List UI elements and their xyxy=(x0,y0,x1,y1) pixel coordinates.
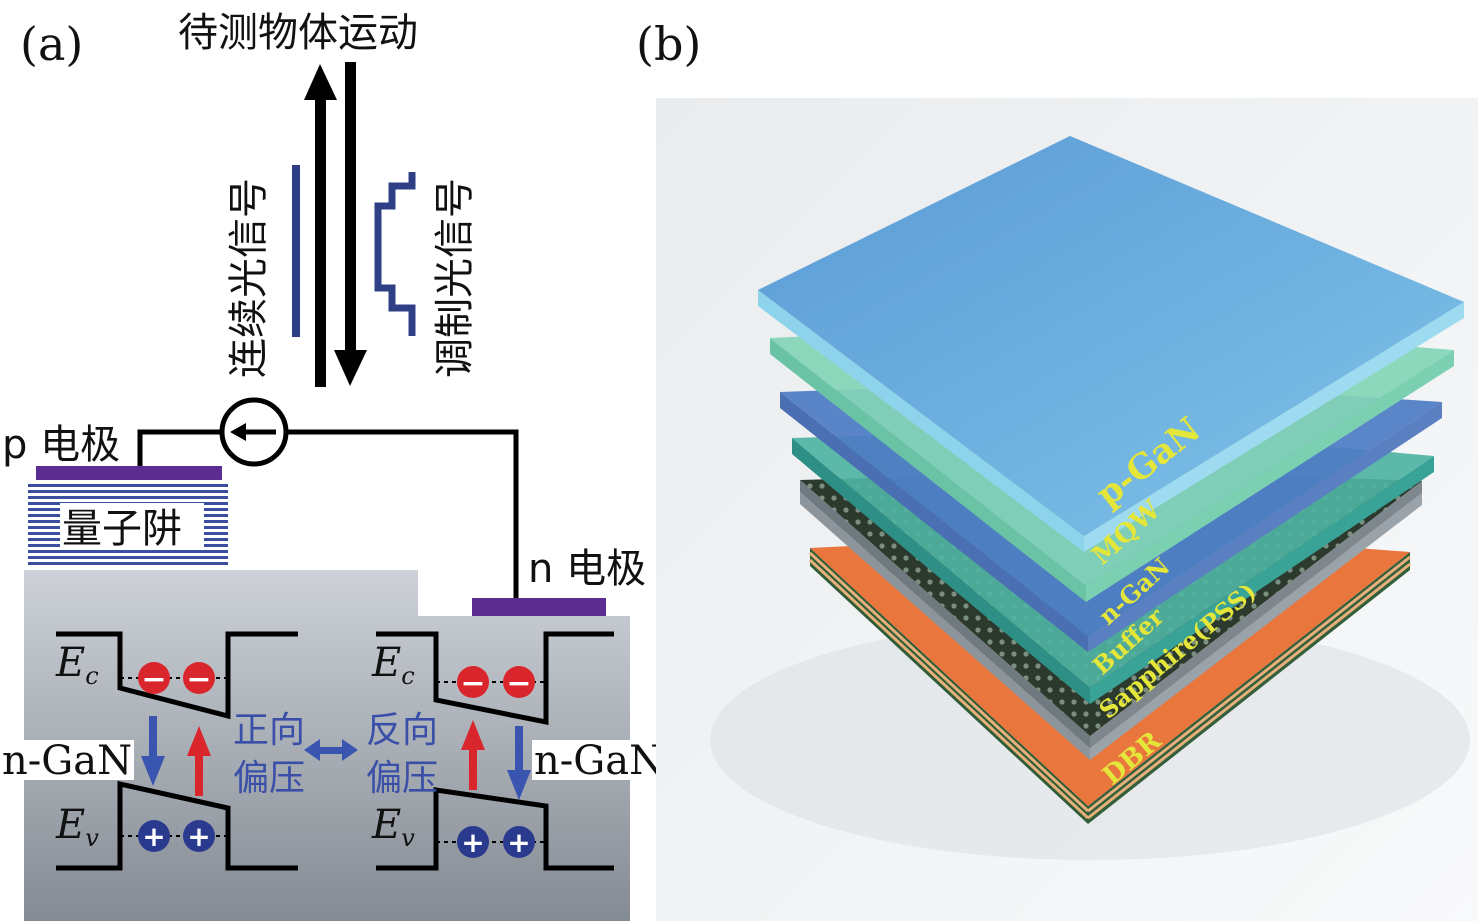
ngan-left-label: n-GaN xyxy=(2,738,132,784)
svg-text:+: + xyxy=(507,826,530,859)
ec-sub-left: c xyxy=(85,662,98,690)
current-source-icon xyxy=(219,397,289,467)
svg-text:Ev: Ev xyxy=(55,802,99,852)
ec-sub-right: c xyxy=(401,662,414,690)
modulated-signal-label: 调制光信号 xyxy=(432,178,478,378)
panel-b-label: (b) xyxy=(636,17,701,71)
svg-text:Ev: Ev xyxy=(371,802,415,852)
hole-icon: + xyxy=(457,826,489,859)
panel-b: (b) xyxy=(636,17,1478,921)
double-arrow-icon xyxy=(304,739,358,761)
ec-label-left: E xyxy=(55,640,85,686)
p-electrode-label: p 电极 xyxy=(2,422,120,468)
ngan-right-label: n-GaN xyxy=(534,738,664,784)
hole-icon: + xyxy=(183,820,215,853)
circuit-wire xyxy=(137,429,519,598)
ev-sub-right: v xyxy=(401,824,415,852)
forward-bias-label-1: 正向 xyxy=(233,710,305,751)
down-arrow-blue-icon xyxy=(141,716,165,786)
modulated-signal-wave-icon xyxy=(374,172,416,336)
reverse-bias-label-2: 偏压 xyxy=(366,758,438,799)
band-diagram-reverse: Ec Ev − − + + xyxy=(371,631,614,871)
ec-label-right: E xyxy=(371,640,401,686)
n-electrode xyxy=(472,598,606,616)
quantum-well-stripe xyxy=(28,550,228,553)
electron-icon: − xyxy=(457,666,489,701)
p-electrode xyxy=(36,466,222,480)
continuous-signal-label: 连续光信号 xyxy=(226,178,272,378)
panel-a-label: (a) xyxy=(20,17,83,71)
svg-text:−: − xyxy=(460,666,485,701)
forward-bias-label-2: 偏压 xyxy=(233,758,305,799)
quantum-well-stripe xyxy=(28,484,228,487)
motion-title: 待测物体运动 xyxy=(178,10,418,56)
continuous-signal-line-icon xyxy=(292,165,300,337)
quantum-well-stack: 量子阱 xyxy=(28,480,228,568)
svg-text:Ec: Ec xyxy=(371,640,415,690)
svg-text:Ec: Ec xyxy=(55,640,99,690)
down-arrow-icon xyxy=(334,62,367,386)
ev-sub-left: v xyxy=(85,824,99,852)
quantum-well-stripe xyxy=(28,496,228,499)
ev-label-left: E xyxy=(55,802,85,848)
svg-text:+: + xyxy=(142,820,165,853)
up-arrow-red-icon xyxy=(461,720,485,790)
svg-text:−: − xyxy=(506,666,531,701)
quantum-well-label: 量子阱 xyxy=(62,506,182,552)
n-electrode-label: n 电极 xyxy=(528,546,646,592)
svg-text:+: + xyxy=(187,820,210,853)
layer-pgan xyxy=(758,136,1464,552)
quantum-well-stripe xyxy=(28,556,228,559)
svg-text:+: + xyxy=(461,826,484,859)
up-arrow-icon xyxy=(304,64,337,387)
band-diagram-forward: Ec Ev − − + + xyxy=(55,631,298,871)
panel-a: (a) 待测物体运动 连续光信号 调制光信号 p 电极 n 电极 xyxy=(0,10,668,921)
electron-icon: − xyxy=(503,666,535,701)
up-arrow-red-icon xyxy=(187,726,211,796)
svg-text:−: − xyxy=(186,662,211,697)
quantum-well-stripe xyxy=(28,562,228,565)
reverse-bias-label-1: 反向 xyxy=(366,710,438,751)
quantum-well-stripe xyxy=(28,490,228,493)
hole-icon: + xyxy=(503,826,535,859)
ev-label-right: E xyxy=(371,802,401,848)
svg-text:−: − xyxy=(141,662,166,697)
hole-icon: + xyxy=(138,820,170,853)
down-arrow-blue-icon xyxy=(507,726,531,800)
electron-icon: − xyxy=(138,662,170,697)
electron-icon: − xyxy=(183,662,215,697)
